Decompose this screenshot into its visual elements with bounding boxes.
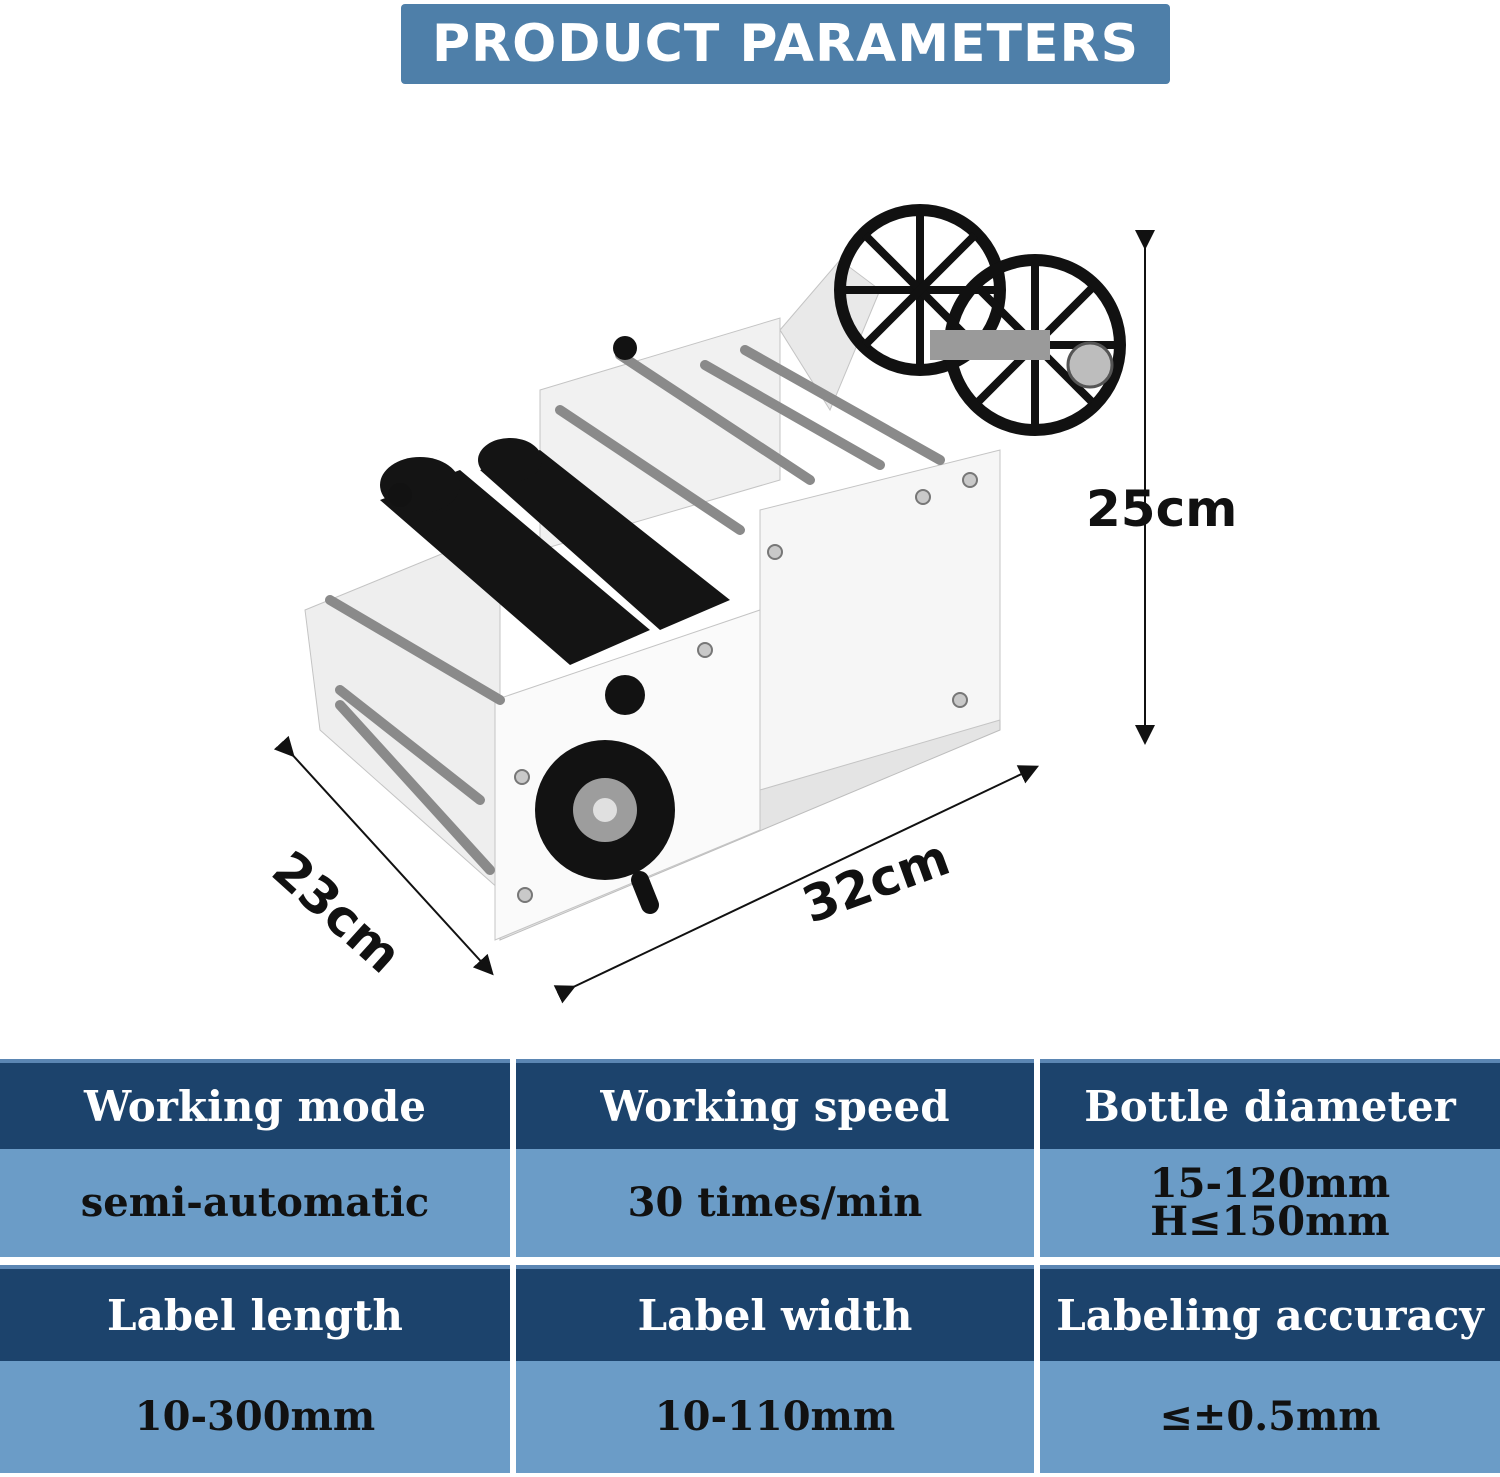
spec-table: Working mode Working speed Bottle diamet… [0,1055,1500,1477]
spec-value-label-width: 10-110mm [516,1361,1034,1473]
labeling-machine-image [273,204,1155,1004]
spec-value-bottle-diameter: 15-120mm H≤150mm [1040,1149,1500,1257]
width-arrow [553,765,1040,1004]
spec-header-working-mode: Working mode [0,1059,510,1149]
title-banner: PRODUCT PARAMETERS [401,4,1170,84]
spec-header-label-width: Label width [516,1265,1034,1361]
spec-header-bottle-diameter: Bottle diameter [1040,1059,1500,1149]
bottle-height-limit: H≤150mm [1150,1198,1390,1245]
page-title: PRODUCT PARAMETERS [431,14,1140,74]
height-label: 25cm [1086,480,1238,538]
spec-value-working-mode: semi-automatic [0,1149,510,1257]
spec-header-label-length: Label length [0,1265,510,1361]
spec-value-working-speed: 30 times/min [516,1149,1034,1257]
spec-value-label-length: 10-300mm [0,1361,510,1473]
spec-header-labeling-accuracy: Labeling accuracy [1040,1265,1500,1361]
spec-value-labeling-accuracy: ≤±0.5mm [1040,1361,1500,1473]
spec-header-working-speed: Working speed [516,1059,1034,1149]
bottle-diameter-range: 15-120mm [1149,1160,1391,1207]
depth-arrow [273,735,494,976]
